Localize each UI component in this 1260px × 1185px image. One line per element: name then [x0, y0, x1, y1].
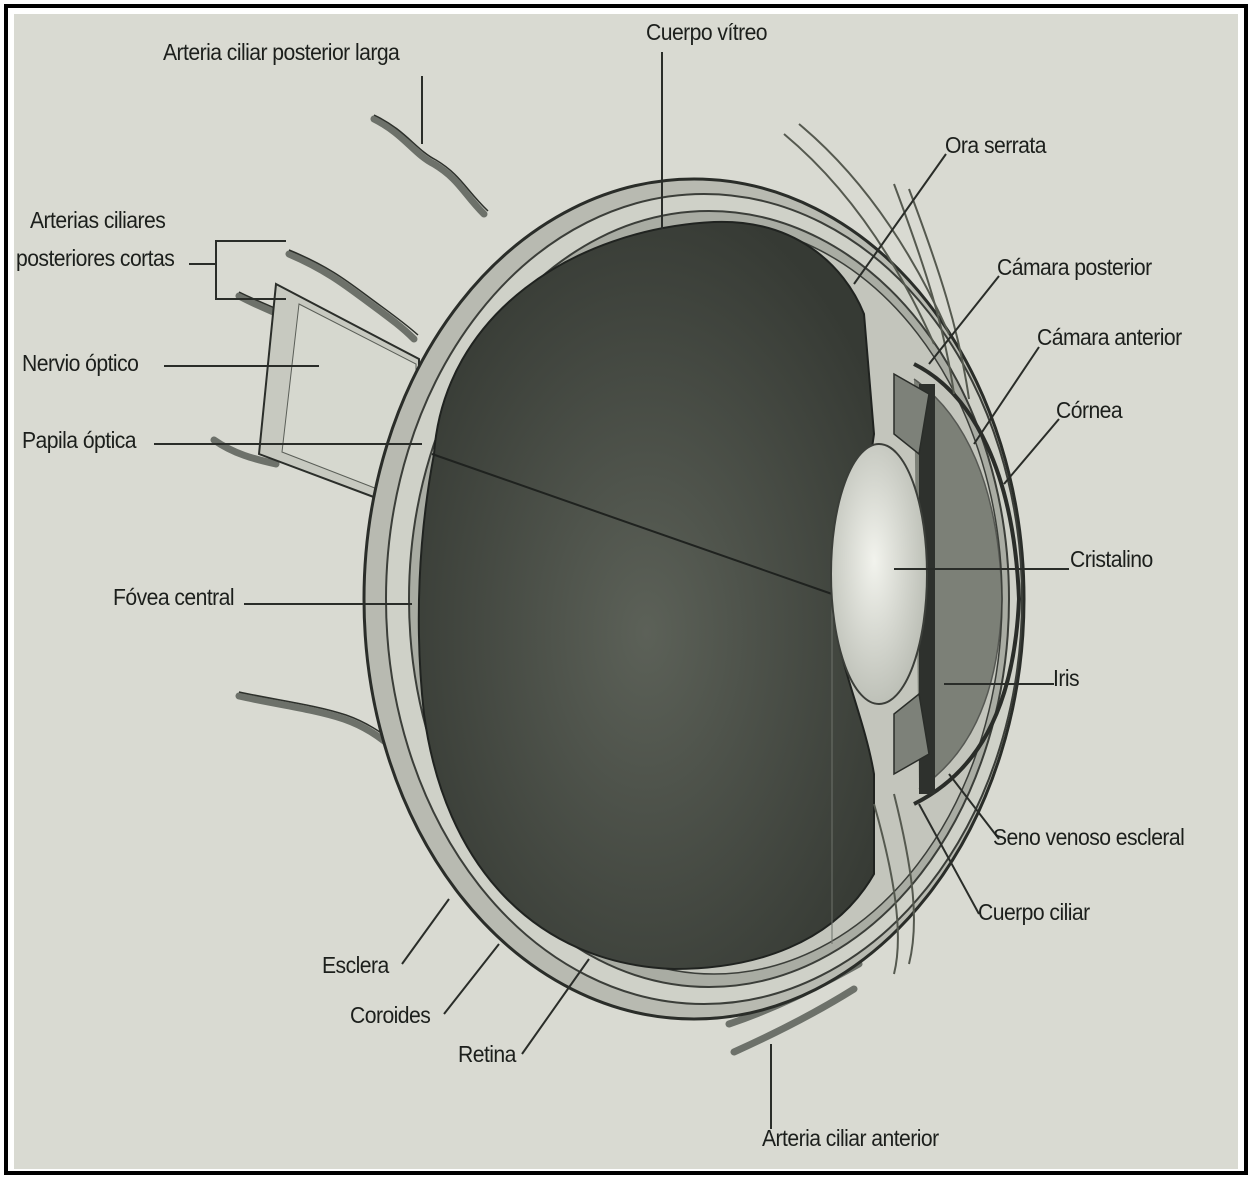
label-arterias-ciliares-line2: posteriores cortas: [16, 246, 174, 271]
label-camara-posterior: Cámara posterior: [997, 255, 1152, 280]
label-arterias-ciliares-line1: Arterias ciliares: [30, 208, 165, 233]
eyeball: [364, 179, 1024, 1019]
label-iris: Iris: [1053, 666, 1079, 691]
label-esclera: Esclera: [322, 953, 389, 978]
label-retina: Retina: [458, 1042, 516, 1067]
label-arteria-ciliar-posterior-larga: Arteria ciliar posterior larga: [163, 40, 399, 65]
label-cuerpo-vitreo: Cuerpo vítreo: [646, 20, 767, 45]
label-cornea: Córnea: [1056, 398, 1122, 423]
label-coroides: Coroides: [350, 1003, 430, 1028]
label-ora-serrata: Ora serrata: [945, 133, 1046, 158]
vitreous-body: [419, 222, 874, 969]
label-nervio-optico: Nervio óptico: [22, 351, 138, 376]
label-fovea-central: Fóvea central: [113, 585, 234, 610]
label-cristalino: Cristalino: [1070, 547, 1153, 572]
label-seno-venoso-escleral: Seno venoso escleral: [993, 825, 1184, 850]
label-camara-anterior: Cámara anterior: [1037, 325, 1182, 350]
label-cuerpo-ciliar: Cuerpo ciliar: [978, 900, 1090, 925]
lens-shape: [831, 444, 927, 704]
label-papila-optica: Papila óptica: [22, 428, 136, 453]
label-arteria-ciliar-anterior: Arteria ciliar anterior: [762, 1126, 939, 1151]
